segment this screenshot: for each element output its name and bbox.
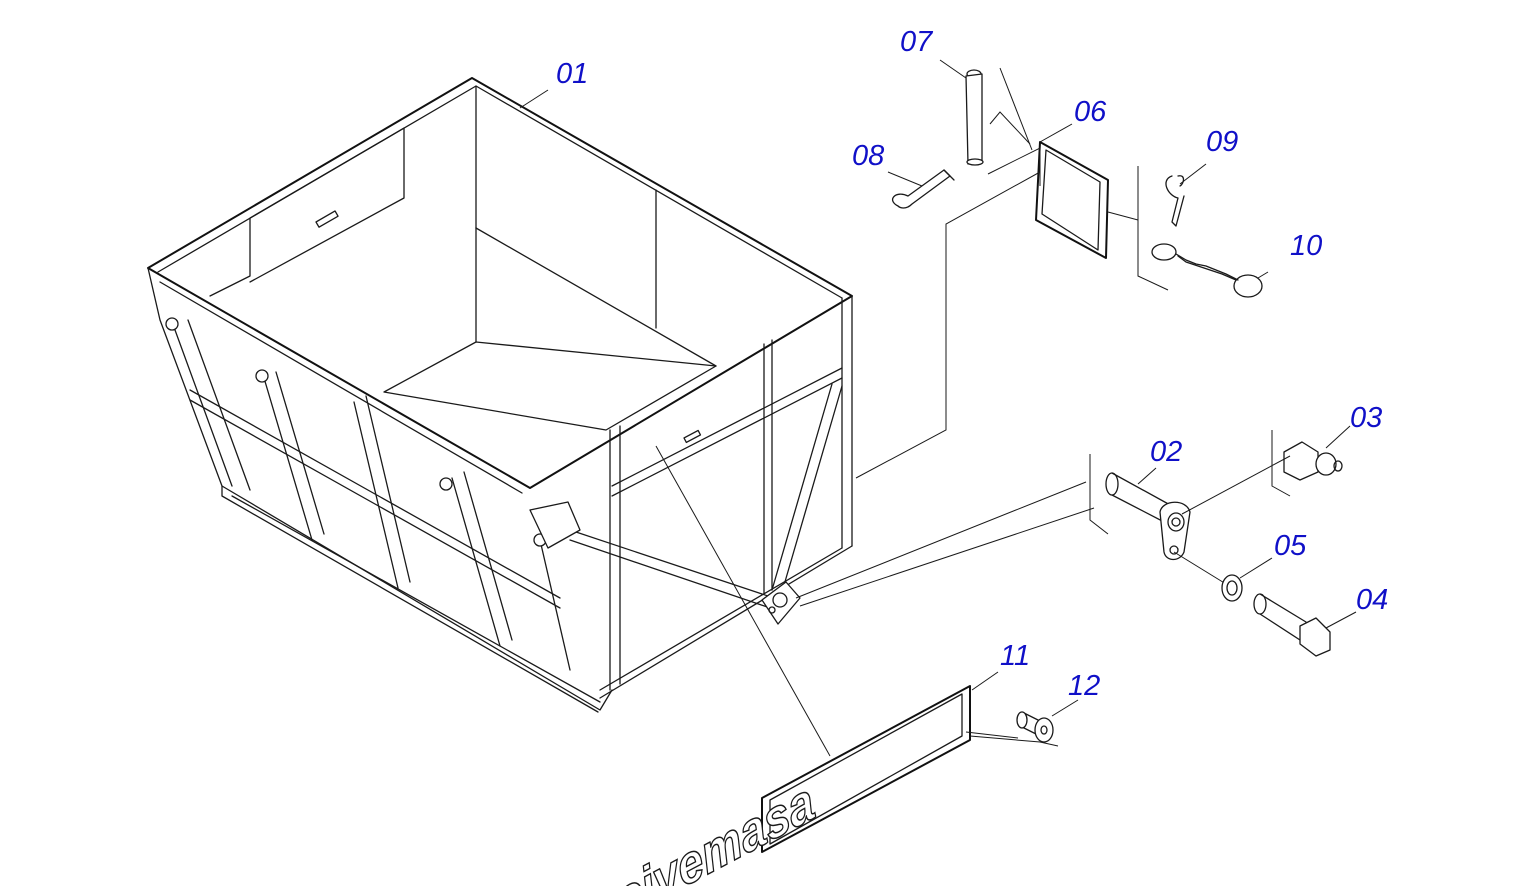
callout-11: 11 bbox=[1000, 640, 1031, 672]
pin-drawing bbox=[965, 69, 984, 166]
skip-container-drawing bbox=[147, 77, 853, 713]
square-plate-drawing bbox=[1035, 141, 1109, 259]
callout-04: 04 bbox=[1356, 584, 1389, 616]
r-clip-and-chain-drawing bbox=[1151, 175, 1263, 298]
bolt-drawing bbox=[1253, 593, 1331, 657]
callout-07: 07 bbox=[900, 26, 933, 58]
callout-01: 01 bbox=[556, 58, 589, 90]
callout-09: 09 bbox=[1206, 126, 1239, 158]
nameplate-drawing: civemasa bbox=[609, 685, 971, 891]
hinge-pin-drawing bbox=[1105, 472, 1191, 561]
grease-nipple-drawing bbox=[1283, 441, 1343, 481]
cotter-pin-drawing bbox=[892, 169, 955, 209]
callout-10: 10 bbox=[1290, 230, 1323, 262]
nameplate-logo: civemasa bbox=[610, 770, 821, 886]
callout-06: 06 bbox=[1074, 96, 1107, 128]
callout-05: 05 bbox=[1274, 530, 1307, 562]
callout-12: 12 bbox=[1068, 670, 1101, 702]
rivet-drawing bbox=[1016, 711, 1054, 743]
washer-drawing bbox=[1221, 574, 1243, 602]
callout-08: 08 bbox=[852, 140, 885, 172]
callout-03: 03 bbox=[1350, 402, 1383, 434]
callout-02: 02 bbox=[1150, 436, 1183, 468]
